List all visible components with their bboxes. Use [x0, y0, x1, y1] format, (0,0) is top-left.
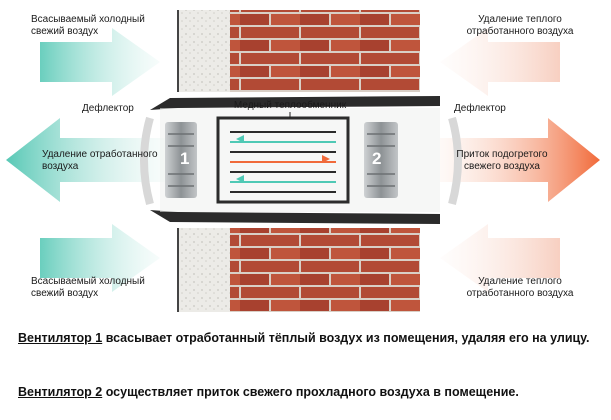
- label-exhaust-warm-bottom: Удаление теплого отработанного воздуха: [466, 276, 574, 299]
- fan-1-number: 1: [180, 149, 190, 168]
- warm-exhaust-arrow-top: [440, 28, 560, 96]
- label-intake-cold-bottom: Всасываемый холодный свежий воздух: [31, 276, 145, 299]
- duct-bottom-edge: [150, 210, 440, 224]
- cold-intake-arrow-bottom: [40, 224, 160, 292]
- label-deflector-left: Дефлектор: [82, 103, 134, 114]
- duct-top-edge: [150, 96, 440, 110]
- warm-exhaust-arrow-bottom: [440, 224, 560, 292]
- caption-fan-2-text: осуществляет приток свежего прохладного …: [102, 385, 519, 399]
- heat-exchanger: [216, 116, 350, 204]
- deflector-left: [140, 116, 154, 206]
- exhaust-arrow-left: [6, 118, 170, 202]
- deflector-right: [448, 116, 462, 206]
- cold-intake-arrow-top: [40, 28, 160, 96]
- supply-arrow-right: [440, 118, 600, 202]
- caption-fan-2: Вентилятор 2 осуществляет приток свежего…: [18, 384, 598, 401]
- caption-fan-1-text: всасывает отработанный тёплый воздух из …: [102, 331, 590, 345]
- label-heat-exchanger: Медный теплообменник: [233, 100, 347, 111]
- caption-fan-1: Вентилятор 1 всасывает отработанный тёпл…: [18, 330, 598, 347]
- label-deflector-right: Дефлектор: [454, 103, 506, 114]
- plaster-layer-bottom: [178, 228, 230, 312]
- label-supply-heated: Приток подогретого свежего воздуха: [456, 149, 548, 172]
- brick-wall-bottom: [230, 228, 420, 312]
- caption-fan-2-title: Вентилятор 2: [18, 385, 103, 399]
- fan-2-number: 2: [372, 149, 382, 168]
- diagram-graphic: [6, 10, 600, 312]
- fan-2: [364, 122, 398, 198]
- fan-1: [165, 122, 197, 198]
- caption-fan-1-title: Вентилятор 1: [18, 331, 103, 345]
- label-exhaust-spent: Удаление отработанного воздуха: [42, 149, 158, 172]
- label-intake-cold-top: Всасываемый холодный свежий воздух: [31, 14, 145, 37]
- plaster-layer-top: [178, 10, 230, 92]
- label-exhaust-warm-top: Удаление теплого отработанного воздуха: [466, 14, 574, 37]
- brick-wall-top: [230, 10, 420, 92]
